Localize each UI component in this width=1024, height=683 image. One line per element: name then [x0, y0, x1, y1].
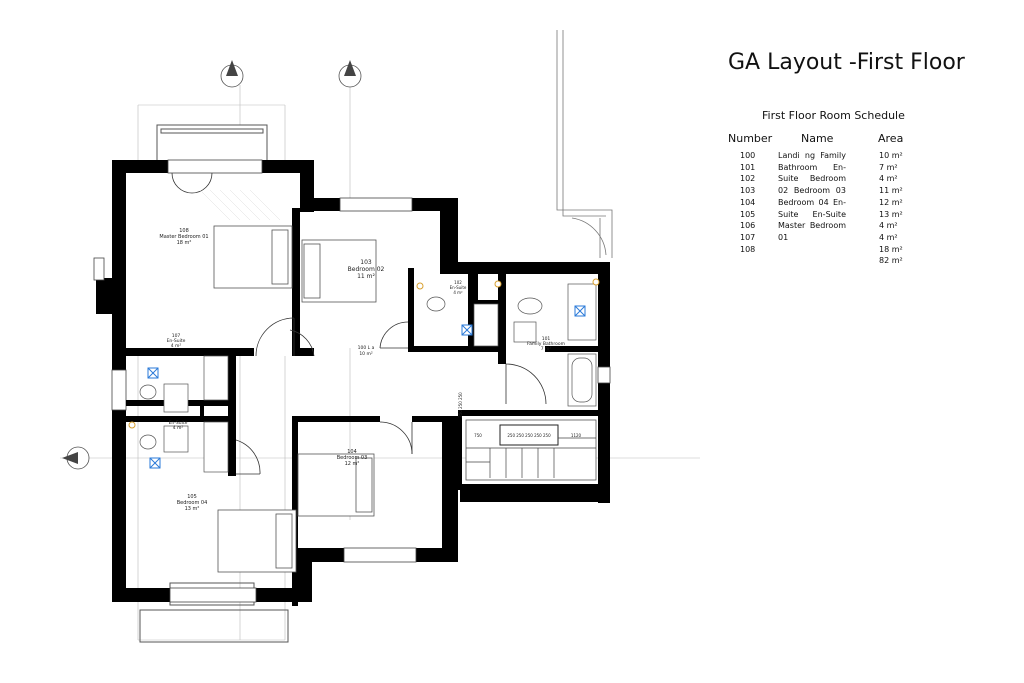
schedule-room-area: 18 m² — [879, 244, 903, 254]
svg-text:Family Bathroom: Family Bathroom — [527, 341, 565, 347]
svg-text:13 m²: 13 m² — [185, 506, 200, 512]
svg-text:18 m²: 18 m² — [177, 240, 192, 246]
schedule-header-area: Area — [878, 132, 904, 145]
schedule-room-number: 105 — [740, 209, 756, 219]
floor-plan: 108 Master Bedroom 01 18 m² 103 Bedroom … — [60, 30, 700, 643]
room-label-103: 103 Bedroom 02 11 m² — [348, 259, 385, 280]
room-label-101: 101 Family Bathroom 7 m² — [527, 336, 565, 352]
svg-text:11 m²: 11 m² — [357, 273, 375, 280]
svg-text:4 m²: 4 m² — [453, 290, 463, 295]
svg-text:104: 104 — [347, 449, 357, 455]
svg-text:107: 107 — [172, 333, 181, 339]
drawing-title: GA Layout -First Floor — [728, 50, 965, 75]
svg-text:101: 101 — [542, 336, 551, 342]
stair-dim-vertical: 250 250 250 — [458, 392, 463, 418]
svg-text:105: 105 — [187, 494, 197, 500]
room-label-106: En-Suite 4 m² — [169, 420, 188, 431]
stair-dim-left: 750 — [474, 433, 482, 438]
beds — [213, 225, 377, 573]
room-label-100: 100 L a 10 m² — [358, 345, 375, 357]
svg-text:Bedroom 04: Bedroom 04 — [177, 500, 208, 506]
svg-text:4 m²: 4 m² — [173, 425, 184, 431]
svg-text:12 m²: 12 m² — [345, 461, 360, 467]
site-boundary — [556, 30, 613, 258]
schedule-header-name: Name — [801, 132, 834, 145]
room-label-107: 107 En-Suite 4 m² — [167, 333, 186, 349]
svg-text:En-Suite: En-Suite — [167, 338, 186, 344]
schedule-room-number: 101 — [740, 162, 756, 172]
room-label-104: 104 Bedroom 03 12 m² — [337, 449, 368, 467]
external-walls — [96, 160, 610, 602]
schedule-room-number: 102 — [740, 174, 756, 184]
room-label-105: 105 Bedroom 04 13 m² — [177, 494, 208, 512]
schedule-name-column: Landi ng Family Bathroom En-Suite Bedroo… — [778, 151, 846, 242]
schedule-room-area: 13 m² — [879, 209, 903, 219]
svg-text:Bedroom 03: Bedroom 03 — [337, 455, 368, 461]
section-marker-icon — [338, 60, 362, 88]
stair-dim-right: 1120 — [571, 433, 582, 438]
room-label-102: 102 En-Suite 4 m² — [450, 280, 467, 295]
windows — [93, 159, 611, 603]
svg-text:108: 108 — [179, 228, 189, 234]
room-label-108: 108 Master Bedroom 01 18 m² — [159, 228, 208, 246]
svg-text:102: 102 — [454, 280, 462, 285]
schedule-room-number: 104 — [740, 197, 756, 207]
schedule-room-number: 107 — [740, 232, 756, 242]
svg-text:En-Suite: En-Suite — [450, 285, 467, 290]
schedule-header-number: Number — [728, 132, 773, 145]
schedule-room-area: 82 m² — [879, 256, 903, 266]
svg-text:4 m²: 4 m² — [171, 343, 182, 349]
schedule-room-number: 100 — [740, 151, 756, 160]
schedule-title: First Floor Room Schedule — [762, 109, 905, 122]
balcony — [139, 124, 289, 643]
service-marker-icon — [128, 278, 600, 429]
floor-hatch — [199, 189, 281, 221]
section-marker-icon — [62, 446, 90, 470]
schedule-room-area: 7 m² — [879, 162, 898, 172]
section-marker-icon — [220, 60, 244, 88]
svg-text:100 L a: 100 L a — [358, 345, 375, 351]
schedule-room-area: 4 m² — [879, 221, 898, 231]
svg-text:103: 103 — [360, 259, 372, 266]
svg-text:Master Bedroom 01: Master Bedroom 01 — [159, 234, 208, 240]
staircase — [465, 419, 597, 481]
schedule-room-number: 108 — [740, 244, 756, 254]
svg-text:10 m²: 10 m² — [359, 351, 373, 357]
stair-dimensions: 250 250 250 250 250 — [507, 433, 551, 438]
schedule-room-area: 10 m² — [879, 151, 903, 160]
extract-fan-icon — [147, 305, 586, 469]
schedule-room-area: 4 m² — [879, 174, 898, 184]
svg-text:7 m²: 7 m² — [541, 346, 552, 352]
svg-text:En-Suite: En-Suite — [169, 420, 188, 426]
schedule-room-area: 11 m² — [879, 186, 903, 196]
schedule-room-area: 12 m² — [879, 197, 903, 207]
schedule-room-number: 106 — [740, 221, 756, 231]
schedule-room-area: 4 m² — [879, 232, 898, 242]
svg-text:Bedroom 02: Bedroom 02 — [348, 266, 385, 273]
schedule-room-number: 103 — [740, 186, 756, 196]
internal-walls — [126, 208, 600, 606]
